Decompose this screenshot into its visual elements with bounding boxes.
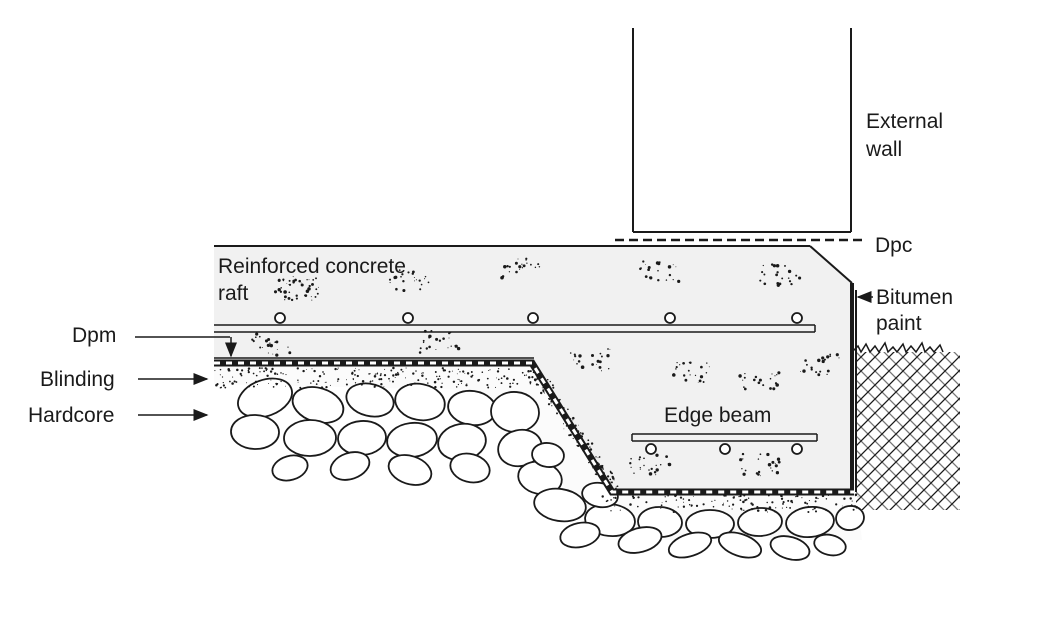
dpm-membrane-dashes xyxy=(214,361,854,494)
ground-soil xyxy=(851,341,960,510)
raft-reinforcement xyxy=(214,312,816,333)
hardcore-stone xyxy=(667,531,713,559)
external-wall xyxy=(632,28,852,233)
hardcore-stone xyxy=(769,535,811,561)
edge-beam-label: Edge beam xyxy=(664,404,771,427)
external-wall-label-line-1: External xyxy=(866,110,943,133)
external-wall-label-line-2: wall xyxy=(865,138,902,161)
hardcore-label: Hardcore xyxy=(28,404,114,427)
concrete-aggregate xyxy=(214,257,859,514)
raft-label-line-2: raft xyxy=(218,282,249,305)
hardcore-stones xyxy=(230,377,865,561)
hardcore-stone xyxy=(835,505,865,531)
hardcore-stone xyxy=(449,452,491,484)
blinding-layer xyxy=(214,366,862,540)
hardcore-stone xyxy=(394,382,446,422)
bitumen-label-line-1: Bitumen xyxy=(876,286,953,309)
hardcore-stone xyxy=(617,526,663,554)
hardcore-stone xyxy=(737,507,783,537)
hardcore-stone xyxy=(283,419,337,457)
raft-label-line-1: Reinforced concrete xyxy=(218,255,406,278)
hardcore-stone xyxy=(559,521,601,549)
grass-line xyxy=(851,341,944,354)
bitumen-label-line-2: paint xyxy=(876,312,922,335)
edge-beam-reinforcement xyxy=(631,433,818,455)
hardcore-stone xyxy=(329,451,371,481)
hardcore-stone xyxy=(345,382,395,418)
hardcore-stone xyxy=(717,531,763,559)
concrete-raft xyxy=(214,246,852,490)
raft-chamfer xyxy=(809,245,853,284)
hardcore-stone xyxy=(387,454,433,486)
dpm-label: Dpm xyxy=(72,324,116,347)
dpc-label: Dpc xyxy=(875,234,912,257)
hardcore-stone xyxy=(237,377,293,419)
hardcore-stone xyxy=(271,454,309,482)
hardcore-stone xyxy=(813,533,847,557)
hardcore-stone xyxy=(230,414,280,450)
hardcore-stone xyxy=(386,421,438,459)
hardcore-stone xyxy=(533,487,587,523)
blinding-label: Blinding xyxy=(40,368,115,391)
hardcore-stone xyxy=(337,420,387,456)
hardcore-stone xyxy=(531,442,565,468)
leader-arrows xyxy=(135,291,873,421)
